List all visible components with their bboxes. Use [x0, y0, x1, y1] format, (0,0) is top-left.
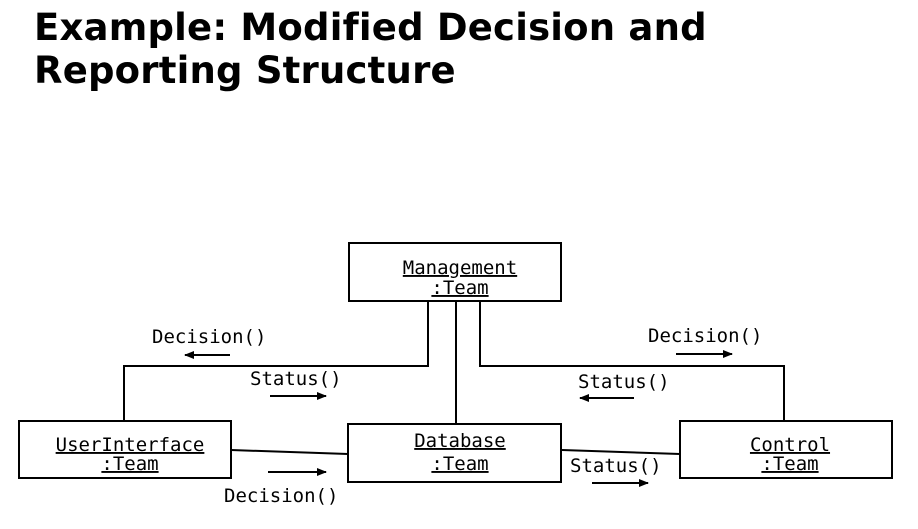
object-database-class: :Team: [431, 453, 488, 475]
object-database-name: Database: [414, 430, 506, 452]
message-label-db-to-control: Status(): [570, 455, 662, 477]
message-label-control-to-mgmt: Status(): [578, 371, 670, 393]
link-userinterface-database: [230, 449, 349, 455]
object-database: Database :Team: [347, 423, 562, 483]
object-userinterface: UserInterface :Team: [18, 420, 232, 479]
object-control-name: Control: [750, 434, 830, 456]
message-label-ui-to-db: Decision(): [224, 485, 338, 507]
message-label-ui-to-mgmt: Status(): [250, 368, 342, 390]
object-userinterface-class: :Team: [101, 453, 158, 475]
slide-title: Example: Modified Decision and Reporting…: [34, 6, 707, 92]
link-management-userinterface: [123, 302, 429, 421]
message-label-mgmt-to-control: Decision(): [648, 325, 762, 347]
object-userinterface-name: UserInterface: [56, 434, 205, 456]
message-label-mgmt-to-ui: Decision(): [152, 326, 266, 348]
object-control: Control :Team: [679, 420, 893, 479]
object-management-name: Management: [403, 257, 517, 279]
object-management: Management :Team: [348, 242, 562, 302]
object-control-class: :Team: [761, 453, 818, 475]
link-management-control: [479, 302, 785, 421]
links: [123, 302, 785, 455]
link-database-control: [561, 449, 681, 455]
object-management-class: :Team: [431, 277, 488, 299]
